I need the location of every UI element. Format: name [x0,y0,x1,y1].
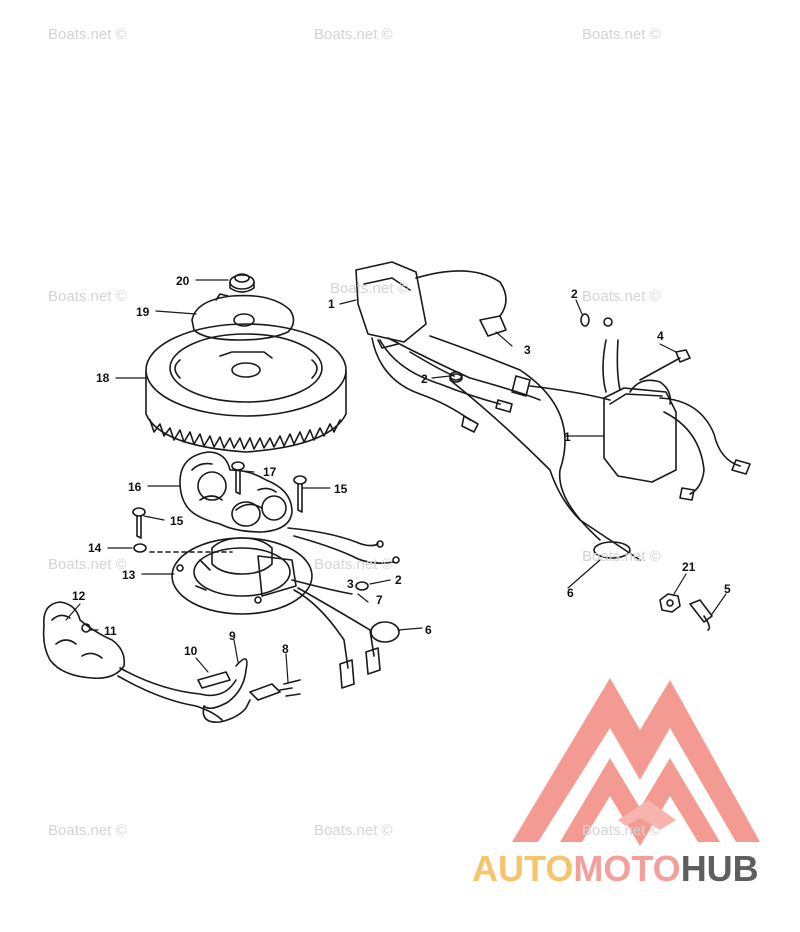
trigger-coil [42,601,237,721]
callout-15b: 15 [170,514,184,528]
callout-19: 19 [136,305,150,319]
power-pack [602,317,751,501]
watermark: Boats.net © [314,556,393,573]
logo-mark-icon [512,678,760,846]
flywheel [145,323,347,453]
callout-11: 11 [104,624,117,638]
callout-3b: 3 [347,577,354,591]
callout-4: 4 [657,329,664,343]
watermark: Boats.net © [48,556,127,573]
watermark: Boats.net © [314,822,393,839]
callout-17: 17 [263,465,277,479]
callout-15a: 15 [334,482,348,496]
callout-1a: 1 [564,430,571,444]
callout-3a: 3 [524,343,531,357]
charge-coil [179,451,293,533]
callout-12: 12 [72,589,86,603]
stator-screws [132,461,307,553]
callout-6a: 6 [567,586,574,600]
callout-2a: 2 [571,287,578,301]
flywheel-nut [229,273,255,293]
watermark: Boats.net © [330,280,409,297]
logo-part-auto: AUTO [472,848,574,889]
watermark: Boats.net © [48,288,127,305]
callout-10: 10 [184,644,198,658]
callout-5: 5 [724,582,731,596]
callout-6b: 6 [425,623,432,637]
callout-2c: 2 [395,573,402,587]
callout-13: 13 [122,568,136,582]
watermark: Boats.net © [48,822,127,839]
callout-8: 8 [282,642,289,656]
watermark: Boats.net © [48,26,127,43]
logo-wordmark: AUTOMOTOHUB [472,848,759,890]
nut-and-bolt [659,593,713,631]
ignition-cables [371,270,641,561]
callout-20: 20 [176,274,190,288]
watermark: Boats.net © [582,26,661,43]
callout-7: 7 [376,593,383,607]
stator-wires [287,527,400,689]
lead-wires [197,658,301,723]
watermark: Boats.net © [314,26,393,43]
washers-and-bolt [355,313,691,591]
washer-plate [191,293,295,341]
callout-18: 18 [96,371,110,385]
callout-1b: 1 [328,297,335,311]
armature-plate [149,537,313,615]
leader-lines [65,279,727,683]
watermark: Boats.net © [582,822,661,839]
callout-21: 21 [682,560,696,574]
callout-9: 9 [229,629,236,643]
watermark: Boats.net © [582,288,661,305]
logo-part-moto: MOTO [573,848,681,889]
logo-part-hub: HUB [680,848,759,889]
callout-16: 16 [128,480,142,494]
power-pack-bracket [355,261,427,349]
watermark: Boats.net © [582,548,661,565]
callout-2b: 2 [421,372,428,386]
callout-14: 14 [88,541,102,555]
